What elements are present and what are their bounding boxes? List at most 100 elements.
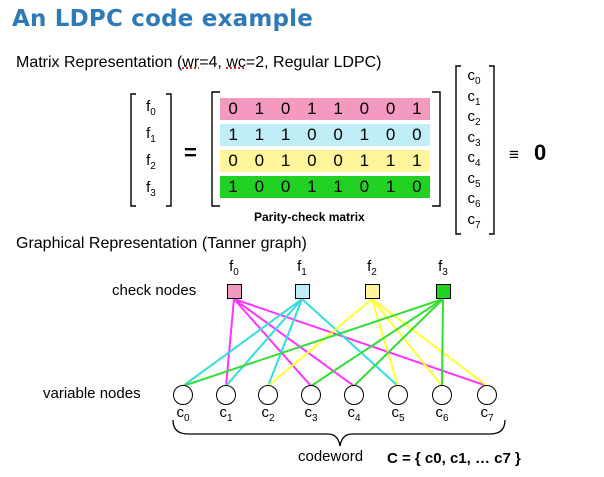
matrix-cell: 0 bbox=[307, 125, 317, 144]
matrix-cell: 0 bbox=[307, 151, 317, 170]
f-vector-entry: f2 bbox=[146, 152, 156, 172]
check-node bbox=[435, 283, 451, 299]
matrix-cell: 1 bbox=[385, 177, 396, 196]
variable-node-label: c3 bbox=[304, 404, 318, 424]
c-vector-entry: c4 bbox=[467, 149, 481, 169]
matrix-cell: 1 bbox=[228, 177, 238, 196]
matrix-cell: 0 bbox=[359, 99, 370, 118]
tanner-edge bbox=[233, 298, 488, 387]
tanner-edge bbox=[225, 298, 303, 387]
tanner-edge bbox=[353, 298, 444, 387]
variable-node bbox=[388, 385, 408, 405]
tanner-edge bbox=[441, 298, 444, 387]
matrix-cell: 0 bbox=[412, 177, 422, 196]
matrix-cell: 1 bbox=[412, 151, 422, 170]
variable-node-label: c6 bbox=[435, 404, 449, 424]
tanner-edge bbox=[267, 298, 373, 387]
matrix-cell: 0 bbox=[280, 177, 291, 196]
matrix-cell: 0 bbox=[228, 99, 238, 118]
variable-node-label: c0 bbox=[176, 404, 190, 424]
c-vector-entry: c7 bbox=[467, 210, 481, 231]
codeword-set: C = { c0, c1, … c7 } bbox=[387, 450, 521, 467]
f-vector-entry: f1 bbox=[146, 125, 156, 145]
page-title: An LDPC code example bbox=[12, 6, 314, 32]
tanner-edge bbox=[225, 298, 235, 387]
f-vector-entry: f3 bbox=[146, 179, 156, 199]
matrix-cell: 1 bbox=[228, 125, 238, 144]
variable-node bbox=[173, 385, 193, 405]
equals-sign: = bbox=[184, 140, 197, 165]
variable-node-label: c7 bbox=[480, 404, 494, 424]
c-vector-entry: c3 bbox=[467, 128, 481, 149]
variable-node-label: c2 bbox=[261, 404, 275, 424]
tanner-edge bbox=[182, 298, 303, 387]
wc-term: wc bbox=[226, 54, 246, 71]
matrix-cell: 1 bbox=[307, 177, 317, 196]
graph-heading: Graphical Representation (Tanner graph) bbox=[16, 235, 307, 252]
check-node-label: f0 bbox=[229, 258, 239, 278]
matrix-cell: 1 bbox=[307, 99, 317, 118]
zero-result: 0 bbox=[534, 140, 547, 165]
variable-node bbox=[432, 385, 452, 405]
c-vector-entry: c5 bbox=[467, 169, 481, 190]
tanner-edge bbox=[182, 298, 444, 387]
c-vector-entry: c2 bbox=[467, 108, 481, 128]
check-node bbox=[226, 283, 242, 299]
equiv-sign: ≡ bbox=[509, 145, 519, 164]
matrix-cell: 1 bbox=[333, 177, 343, 196]
check-node-label: f3 bbox=[438, 258, 448, 278]
variable-node bbox=[216, 385, 236, 405]
c-vector-entry: c1 bbox=[467, 87, 481, 108]
matrix-cell: 0 bbox=[228, 151, 238, 170]
codeword-label: codeword bbox=[298, 448, 364, 465]
matrix-cell: 1 bbox=[385, 151, 396, 170]
c-vector-entry: c6 bbox=[467, 190, 481, 210]
variable-node-label: c5 bbox=[391, 404, 405, 424]
matrix-cell: 0 bbox=[385, 125, 396, 144]
variable-node-label: c1 bbox=[219, 404, 233, 424]
variable-node bbox=[258, 385, 278, 405]
matrix-cell: 1 bbox=[280, 125, 291, 144]
tanner-edge bbox=[233, 298, 312, 387]
check-node bbox=[364, 283, 380, 299]
matrix-cell: 1 bbox=[359, 125, 370, 144]
matrix-cell: 0 bbox=[254, 177, 265, 196]
check-node bbox=[294, 283, 310, 299]
tanner-edge bbox=[371, 298, 443, 387]
tanner-edge bbox=[233, 298, 355, 387]
matrix-cell: 0 bbox=[254, 151, 265, 170]
tanner-edge bbox=[267, 298, 303, 387]
variable-node-label: c4 bbox=[347, 404, 361, 424]
check-node-label: f2 bbox=[367, 258, 377, 278]
variable-nodes-label: variable nodes bbox=[43, 385, 141, 402]
matrix-cell: 0 bbox=[412, 125, 422, 144]
tanner-edge bbox=[301, 298, 399, 387]
matrix-heading: Matrix Representation (wr=4, wc=2, Regul… bbox=[16, 54, 382, 72]
f-vector-entry: f0 bbox=[146, 98, 156, 118]
matrix-cell: 0 bbox=[280, 99, 291, 118]
matrix-cell: 1 bbox=[254, 99, 265, 118]
matrix-cell: 1 bbox=[333, 99, 343, 118]
matrix-cell: 1 bbox=[359, 151, 370, 170]
wr-term: wr bbox=[182, 54, 200, 71]
tanner-edge bbox=[371, 298, 399, 387]
matrix-cell: 0 bbox=[333, 125, 343, 144]
matrix-cell: 0 bbox=[359, 177, 370, 196]
tanner-edge bbox=[371, 298, 488, 387]
variable-node bbox=[344, 385, 364, 405]
variable-node bbox=[477, 385, 497, 405]
variable-node bbox=[301, 385, 321, 405]
matrix-cell: 1 bbox=[280, 151, 291, 170]
matrix-cell: 0 bbox=[385, 99, 396, 118]
wc-value: =2, Regular LDPC) bbox=[245, 54, 382, 71]
wr-value: =4, bbox=[199, 54, 227, 71]
check-node-label: f1 bbox=[297, 258, 307, 278]
matrix-caption: Parity-check matrix bbox=[254, 210, 365, 224]
c-vector-entry: c0 bbox=[467, 67, 481, 87]
